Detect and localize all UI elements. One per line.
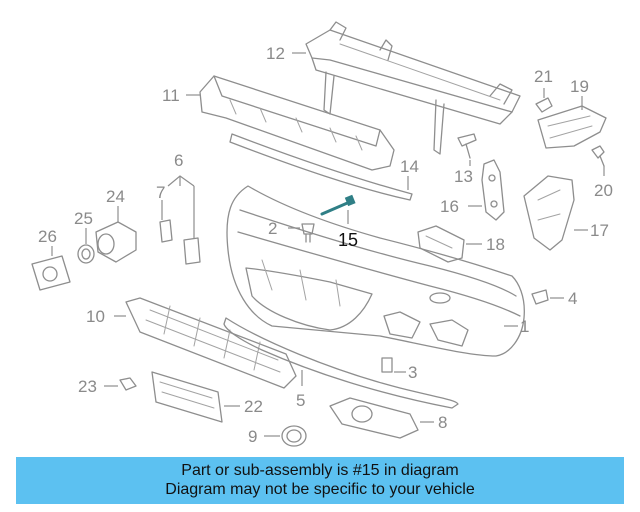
ring-9-part [281,425,307,447]
sensor-24-part [95,221,137,263]
banner-line-1: Part or sub-assembly is #15 in diagram [181,462,459,479]
banner-line-2: Diagram may not be specific to your vehi… [165,481,475,498]
callout-6: 6 [174,151,183,170]
energy-absorber-part [199,75,395,171]
callout-11: 11 [162,86,180,105]
screw-3-part [381,357,393,373]
callout-17: 17 [590,221,609,240]
callout-3: 3 [408,363,417,382]
info-banner: Part or sub-assembly is #15 in diagram D… [16,457,624,504]
callout-24: 24 [106,187,125,206]
lower-spoiler-part [223,317,459,409]
fastener-21-part [535,97,553,113]
sensor-bracket-26-part [31,255,71,291]
bolt-15-highlighted-part [320,194,356,216]
callout-26: 26 [38,227,57,246]
side-bracket-17-part [523,175,575,251]
upper-trim-strip-part [229,133,413,201]
callout-23: 23 [78,377,97,396]
callout-12: 12 [266,44,285,63]
license-bracket-part [151,371,223,423]
callout-16: 16 [440,197,459,216]
screw-20-part [591,145,605,167]
clip-23-part [119,377,137,391]
callout-5: 5 [296,391,305,410]
fog-lamp-bezel-part [329,397,419,439]
callout-13: 13 [454,167,473,186]
callout-9: 9 [248,427,257,446]
reinforcement-bar-part [305,21,521,155]
callout-18: 18 [486,235,505,254]
callout-15-highlighted: 15 [338,230,358,250]
callout-22: 22 [244,397,263,416]
grommet-25-part [77,244,95,264]
callout-4: 4 [568,289,577,308]
bumper-cover-part [226,185,525,357]
callout-2: 2 [268,219,277,238]
callout-7: 7 [156,183,165,202]
bracket-7-part [159,219,173,243]
bolt-13-part [457,133,477,159]
bracket-16-part [481,159,505,221]
bracket-18-part [417,225,465,263]
lower-grille-part [125,297,297,389]
callout-8: 8 [438,413,447,432]
clip-2-part [301,223,315,243]
callout-20: 20 [594,181,613,200]
callout-10: 10 [86,307,105,326]
leader-lines [51,52,605,437]
bracket-19-part [537,105,607,149]
callout-25: 25 [74,209,93,228]
cover-6-part [183,237,201,265]
callout-19: 19 [570,77,589,96]
callout-1: 1 [520,317,529,336]
callout-14: 14 [400,157,419,176]
clip-4-part [531,289,549,305]
callout-21: 21 [534,67,553,86]
